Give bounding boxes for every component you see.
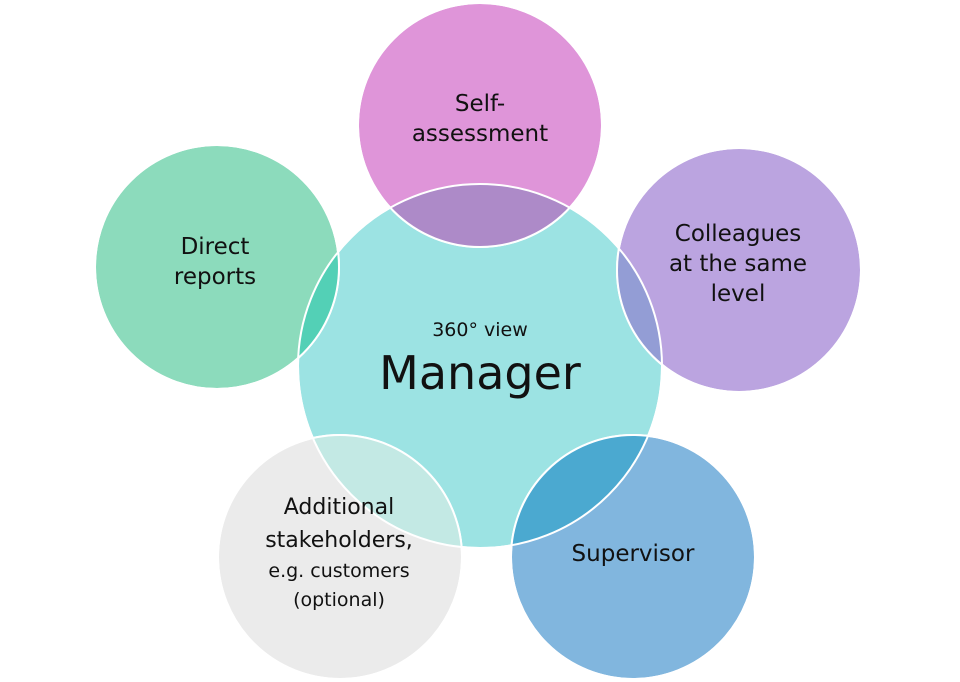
direct-reports-label-line1: Direct — [180, 234, 250, 260]
self-assessment-label-line2: assessment — [411, 120, 549, 147]
additional-label-line3: e.g. customers — [268, 560, 410, 582]
colleagues-label: Colleagues at the same level — [628, 220, 848, 310]
additional-label-optional: (optional) — [293, 588, 385, 611]
supervisor-label: Supervisor — [571, 541, 695, 567]
colleagues-label-line2: at the same — [668, 250, 808, 277]
center-subtitle: 360° view — [432, 319, 528, 341]
colleagues-label-line3: level — [710, 280, 766, 307]
self-assessment-label-line1: Self- — [454, 91, 506, 117]
additional-stakeholders-label: Additional stakeholders, e.g. customers … — [232, 491, 446, 614]
direct-reports-label: Direct reports — [125, 233, 305, 293]
additional-center-overlap — [298, 435, 462, 548]
additional-label-line1: Additional — [283, 495, 395, 520]
supervisor-center-overlap — [511, 435, 662, 548]
additional-label-line2: stakeholders, — [265, 528, 413, 553]
self-assessment-label: Self- assessment — [380, 90, 580, 150]
colleagues-label-line1: Colleagues — [674, 221, 802, 247]
center-title: Manager — [379, 346, 581, 400]
direct-reports-label-line2: reports — [173, 263, 257, 290]
